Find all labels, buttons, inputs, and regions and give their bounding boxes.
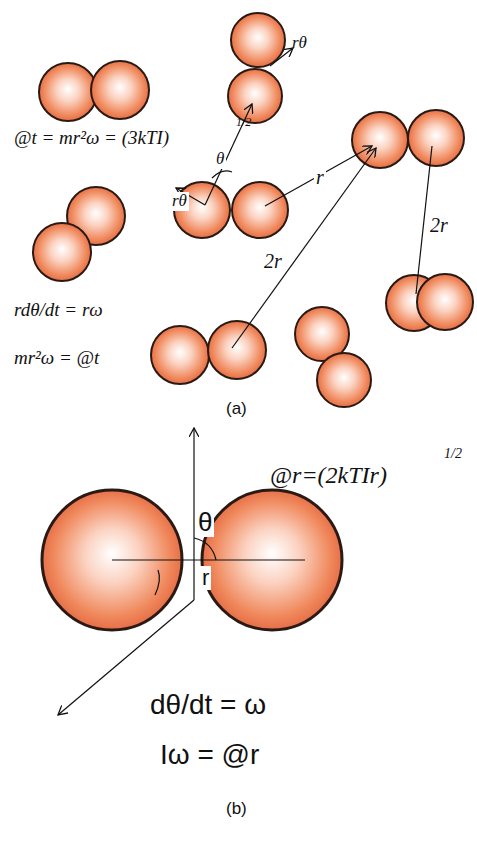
- formula-label: dθ/dt = ω: [150, 690, 266, 721]
- sphere-pairs: [33, 13, 473, 630]
- formula-label: 1/2: [444, 446, 462, 461]
- formula-label: mr²ω = @t: [14, 348, 99, 369]
- formula-label: @r=(2kTIr): [270, 462, 387, 488]
- formula-label: rθ: [170, 192, 189, 211]
- formula-label: rdθ/dt = rω: [14, 300, 103, 321]
- formula-label: 2r: [428, 214, 450, 236]
- formula-label: Iω = @r: [160, 740, 259, 771]
- formula-label: θ: [214, 150, 226, 169]
- formula-label: (b): [226, 800, 247, 819]
- formula-label: @t = mr²ω = (3kTI): [14, 128, 169, 149]
- formula-label: (a): [226, 400, 247, 419]
- formula-label: r: [314, 166, 326, 188]
- formula-label: r: [200, 566, 211, 590]
- vector-lines: [58, 48, 432, 715]
- formula-label: 2r: [262, 250, 284, 272]
- formula-label: 1/2: [236, 116, 251, 129]
- formula-label: θ: [196, 508, 214, 537]
- formula-label: rθ: [292, 34, 307, 53]
